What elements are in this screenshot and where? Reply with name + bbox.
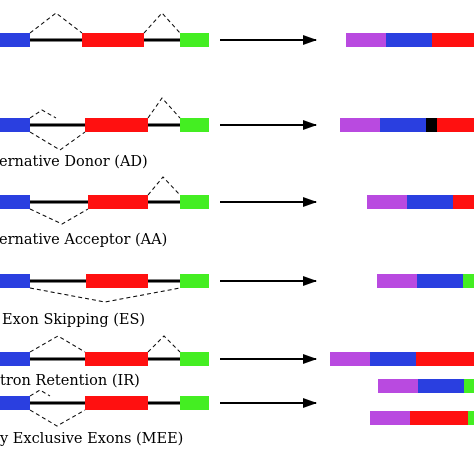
exon-red [85,396,148,410]
mrna-blue [380,118,426,132]
splice-junction [29,131,86,151]
splice-junction [143,12,181,34]
exon-green [180,33,209,47]
splice-junction [29,409,86,427]
mrna-green [464,379,474,393]
mrna-purple [370,411,410,425]
mrna-green [468,411,474,425]
exon-green [180,396,209,410]
label-mutually-exclusive-exons: y Exclusive Exons (MEE) [0,431,184,447]
row-mutually-exclusive-exons [0,379,474,427]
row-intron-retention [0,335,474,366]
splice-junction [29,109,57,119]
exon-green [180,352,209,366]
exon-red [88,195,148,209]
exon-red [85,118,148,132]
splice-junction [147,335,181,353]
splice-junction [147,176,181,196]
mrna-purple [330,352,370,366]
mrna-red [437,118,474,132]
splice-junction [29,389,51,397]
exon-green [180,274,209,288]
label-intron-retention: tron Retention (IR) [0,373,140,389]
mrna-red [432,33,474,47]
splice-junction [29,208,89,225]
mrna-black-segment [426,118,437,132]
mrna-blue [386,33,432,47]
exon-blue [0,274,30,288]
exon-green [180,195,209,209]
label-alternative-donor: ernative Donor (AD) [0,154,148,170]
row-exon-skipping [0,274,474,303]
splice-junction [29,335,86,353]
mrna-purple [367,195,407,209]
row-alternative-donor [0,97,474,151]
mrna-red [453,195,474,209]
splice-junction [29,287,181,303]
exon-green [180,118,209,132]
row-alternative-acceptor [0,176,474,225]
label-alternative-acceptor: ernative Acceptor (AA) [0,232,168,248]
exon-red [86,274,148,288]
mrna-purple [346,33,386,47]
exon-blue [0,118,30,132]
mrna-blue [418,379,464,393]
mrna-green [463,274,474,288]
exon-blue [0,352,30,366]
mrna-blue [407,195,453,209]
mrna-red [416,352,474,366]
exon-blue [0,33,30,47]
mrna-blue [370,352,416,366]
exon-blue [0,195,30,209]
mrna-purple [340,118,380,132]
label-exon-skipping: Exon Skipping (ES) [2,312,146,328]
exon-blue [0,396,30,410]
mrna-purple [378,379,418,393]
exon-red [85,352,148,366]
splice-junction [29,12,83,34]
mrna-blue [417,274,463,288]
splice-junction [147,97,181,119]
exon-red [82,33,144,47]
mrna-red [410,411,468,425]
mrna-purple [377,274,417,288]
row-constitutive [0,12,474,47]
